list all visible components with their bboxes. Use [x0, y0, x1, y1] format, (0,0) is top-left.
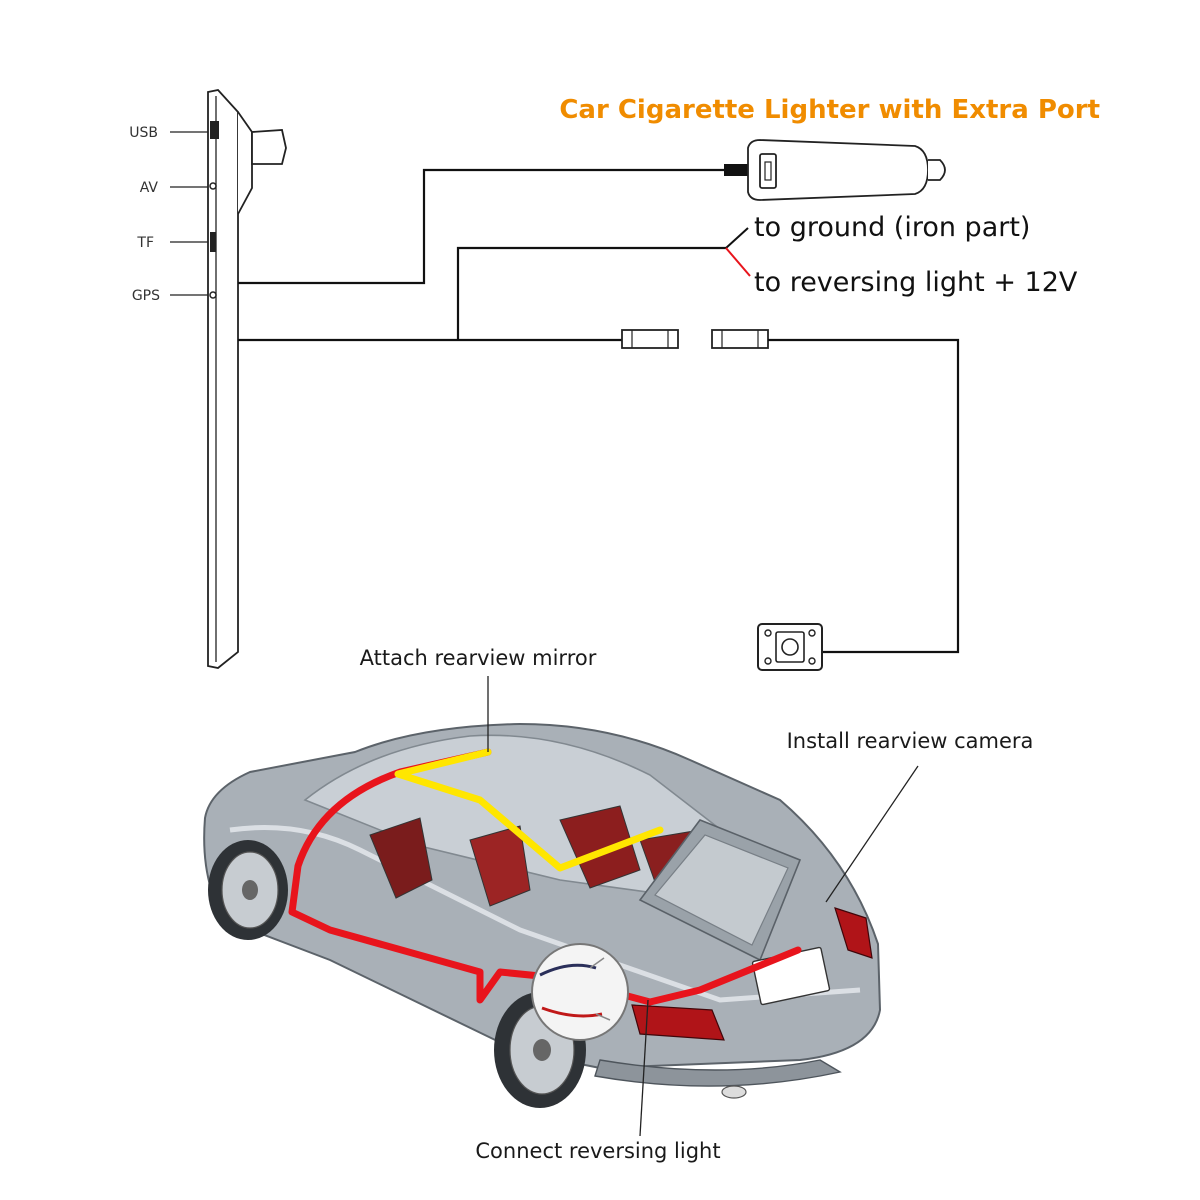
plug-strain-relief — [724, 164, 748, 176]
seat-rear — [559, 805, 641, 889]
cable-connector-female — [711, 329, 769, 349]
port-label-tf: TF — [136, 235, 154, 251]
power-cable — [238, 168, 726, 285]
usb-port-icon — [210, 121, 219, 139]
reversing-wire-label: to reversing light + 12V — [754, 267, 1078, 298]
diagram-title: Car Cigarette Lighter with Extra Port — [559, 95, 1100, 125]
tf-slot-icon — [210, 232, 216, 252]
mount-arm — [251, 129, 287, 165]
callout-reversing-light: Connect reversing light — [475, 1139, 720, 1163]
callout-camera: Install rearview camera — [787, 729, 1034, 753]
reversing-power-wire — [456, 246, 726, 340]
wire-splice-inset — [531, 943, 629, 1041]
video-cable-camera-side — [768, 338, 960, 654]
rearview-mirror — [207, 89, 287, 669]
front-wheel — [208, 840, 288, 940]
power-route-red — [288, 748, 802, 1006]
cable-connector-male — [621, 329, 679, 349]
ground-wire-tip — [725, 227, 749, 249]
cigarette-lighter-adapter — [747, 139, 946, 201]
seat-front — [369, 817, 433, 899]
seat-front-2 — [469, 825, 531, 907]
av-jack-icon — [209, 182, 217, 190]
port-label-gps: GPS — [132, 288, 160, 304]
gps-jack-icon — [209, 291, 217, 299]
backup-camera-icon — [757, 623, 823, 671]
video-route-yellow — [394, 748, 664, 872]
callout-camera-line — [825, 765, 919, 903]
taillight-right — [834, 907, 873, 959]
ground-wire-label: to ground (iron part) — [754, 212, 1030, 243]
port-label-usb: USB — [129, 125, 158, 141]
callout-mirror: Attach rearview mirror — [360, 646, 597, 670]
taillight — [631, 1004, 725, 1041]
port-label-av: AV — [140, 180, 159, 196]
callout-reversing-line — [639, 999, 649, 1137]
positive-wire-tip — [725, 247, 751, 277]
